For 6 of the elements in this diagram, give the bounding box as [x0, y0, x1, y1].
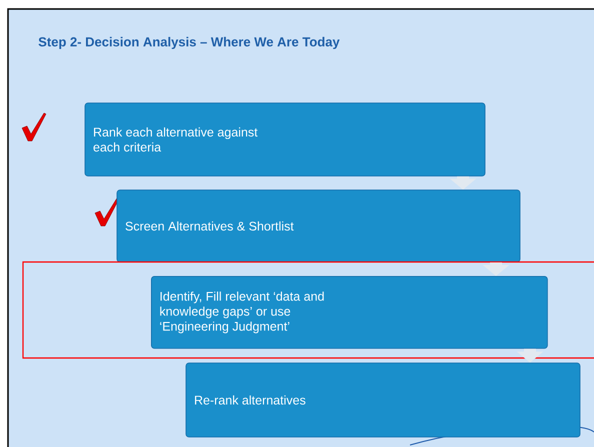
- process-box: Identify, Fill relevant ‘data and knowledge gaps’ or use ‘Engineering Judgment’: [151, 276, 548, 349]
- process-box: Re-rank alternatives: [186, 362, 580, 438]
- process-box: Screen Alternatives & Shortlist: [116, 190, 520, 262]
- process-box: Rank each alternative against each criteria: [84, 102, 486, 176]
- highlight-frame: [22, 261, 594, 359]
- slide-title: Step 2- Decision Analysis – Where We Are Today: [38, 36, 340, 50]
